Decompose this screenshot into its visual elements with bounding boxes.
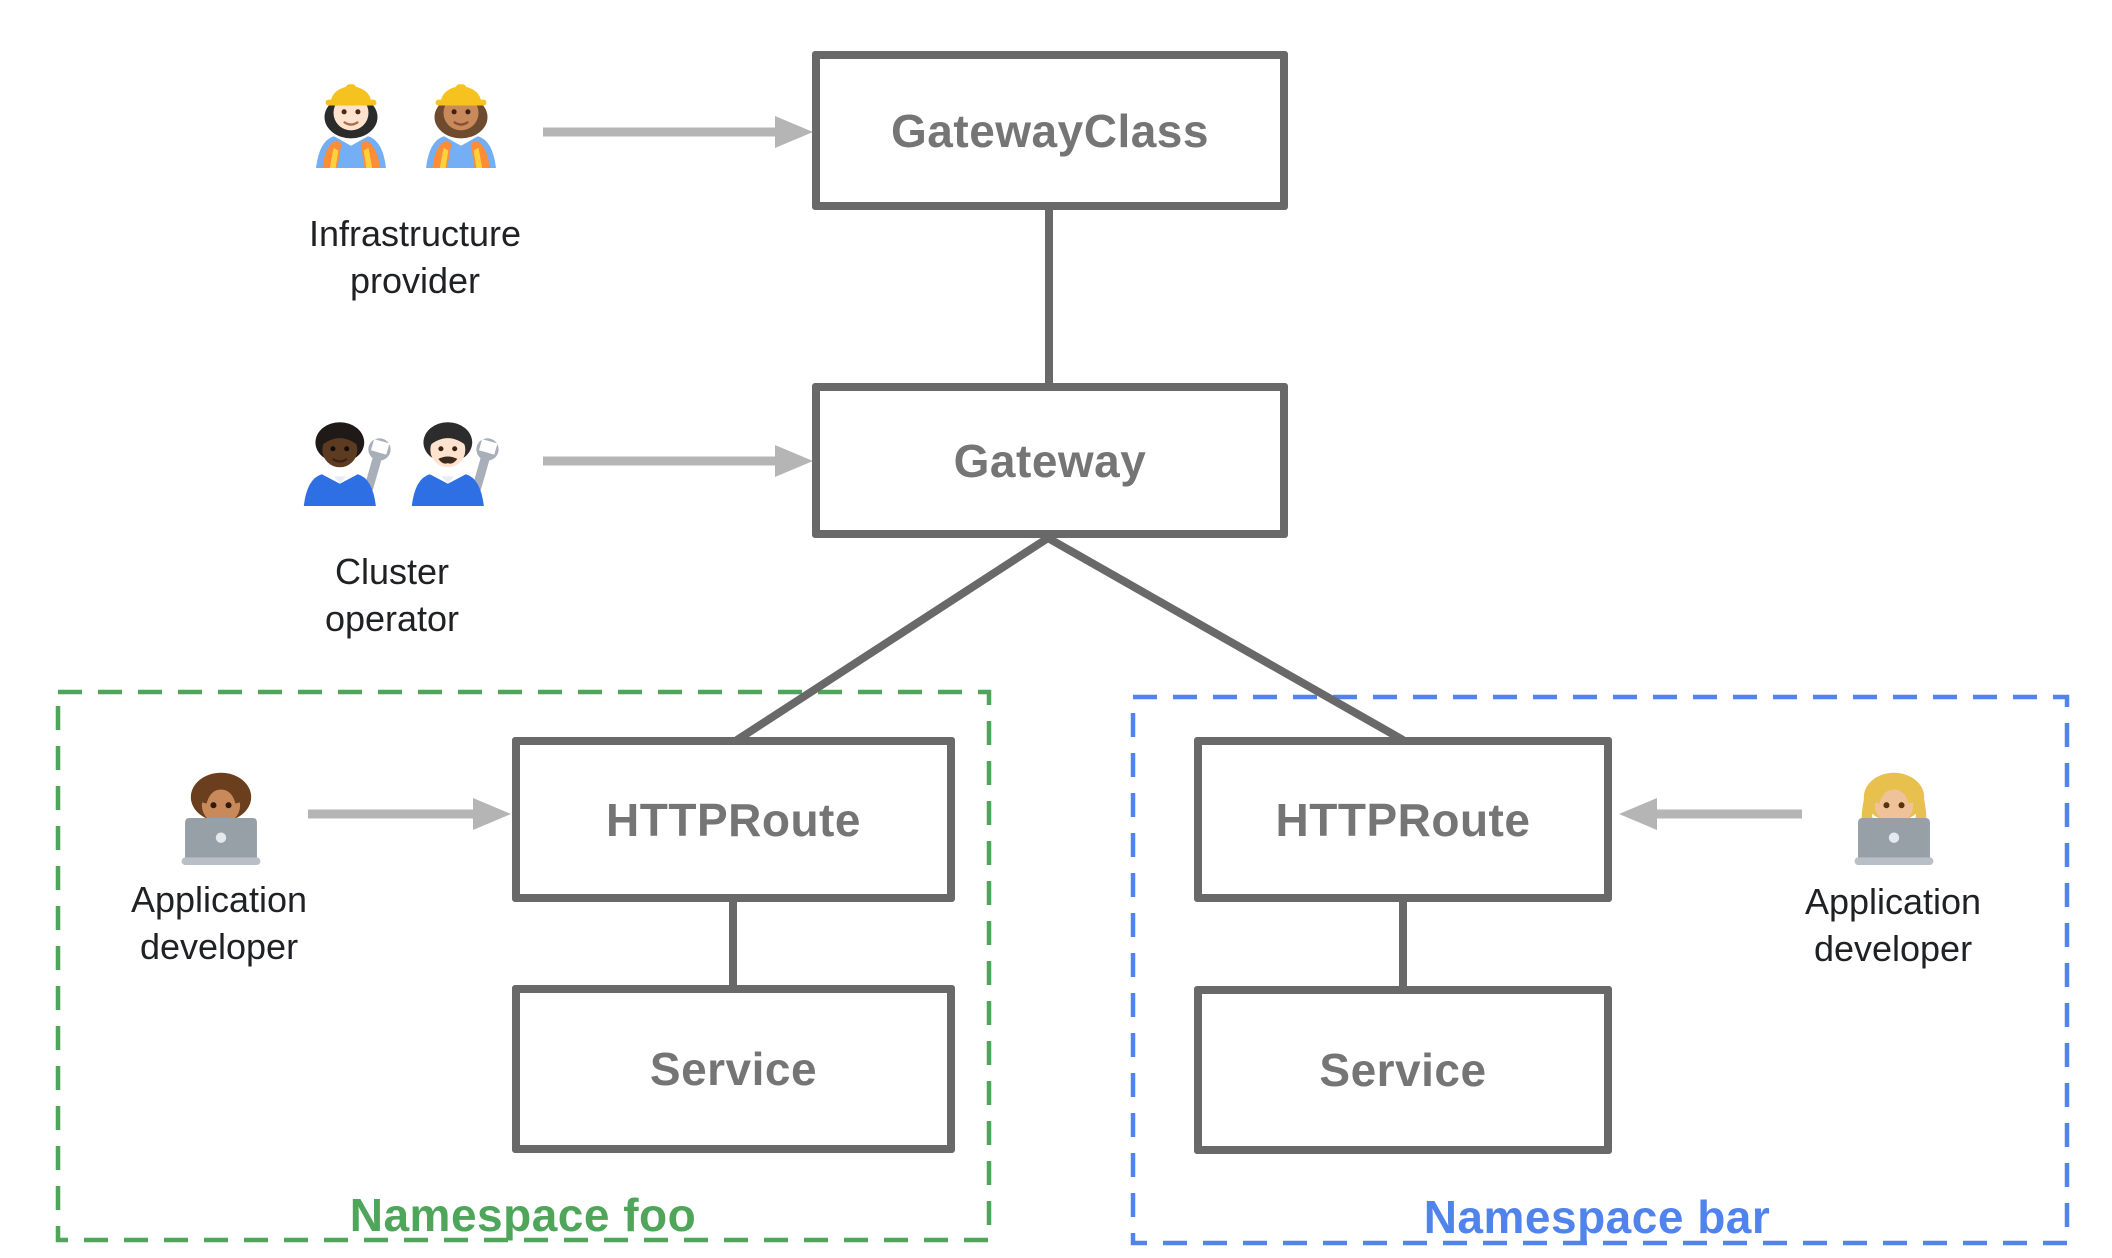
service-foo-node: Service: [512, 985, 955, 1153]
woman-construction-worker-medium-icon: [426, 84, 496, 168]
woman-construction-worker-light-icon: [316, 84, 386, 168]
cluster-operator-label: Cluster operator: [192, 548, 592, 642]
app-developer-bar-label: Application developer: [1693, 878, 2093, 972]
httproute-bar-node: HTTPRoute: [1194, 737, 1612, 902]
app-developer-bar-label-line2: developer: [1813, 928, 1973, 969]
app-developer-bar-label-line1: Application: [1804, 881, 1982, 922]
cluster-operator-label-line2: operator: [324, 598, 460, 639]
connector-gateway-httproutes: [734, 533, 1405, 744]
infrastructure-provider-label-line1: Infrastructure: [308, 213, 522, 254]
mechanic-dark-icon: [303, 422, 391, 506]
cluster-operator-label-line1: Cluster: [334, 551, 450, 592]
woman-technologist-icon: [1854, 772, 1934, 865]
man-technologist-icon: [181, 772, 261, 865]
app-developer-foo-label: Application developer: [19, 876, 419, 970]
gateway-node: Gateway: [812, 383, 1288, 538]
namespace-foo-label: Namespace foo: [349, 1189, 697, 1241]
man-mechanic-light-icon: [411, 422, 499, 506]
namespace-bar-border: [1130, 694, 2070, 1246]
httproute-foo-node: HTTPRoute: [512, 737, 955, 902]
gatewayclass-node: GatewayClass: [812, 51, 1288, 210]
infrastructure-provider-label-line2: provider: [349, 260, 481, 301]
app-developer-foo-label-line2: developer: [139, 926, 299, 967]
service-bar-node: Service: [1194, 986, 1612, 1154]
app-developer-foo-label-line1: Application: [130, 879, 308, 920]
namespace-foo-border: [55, 689, 992, 1243]
namespace-bar-label: Namespace bar: [1423, 1191, 1771, 1243]
infrastructure-provider-label: Infrastructure provider: [215, 210, 615, 304]
